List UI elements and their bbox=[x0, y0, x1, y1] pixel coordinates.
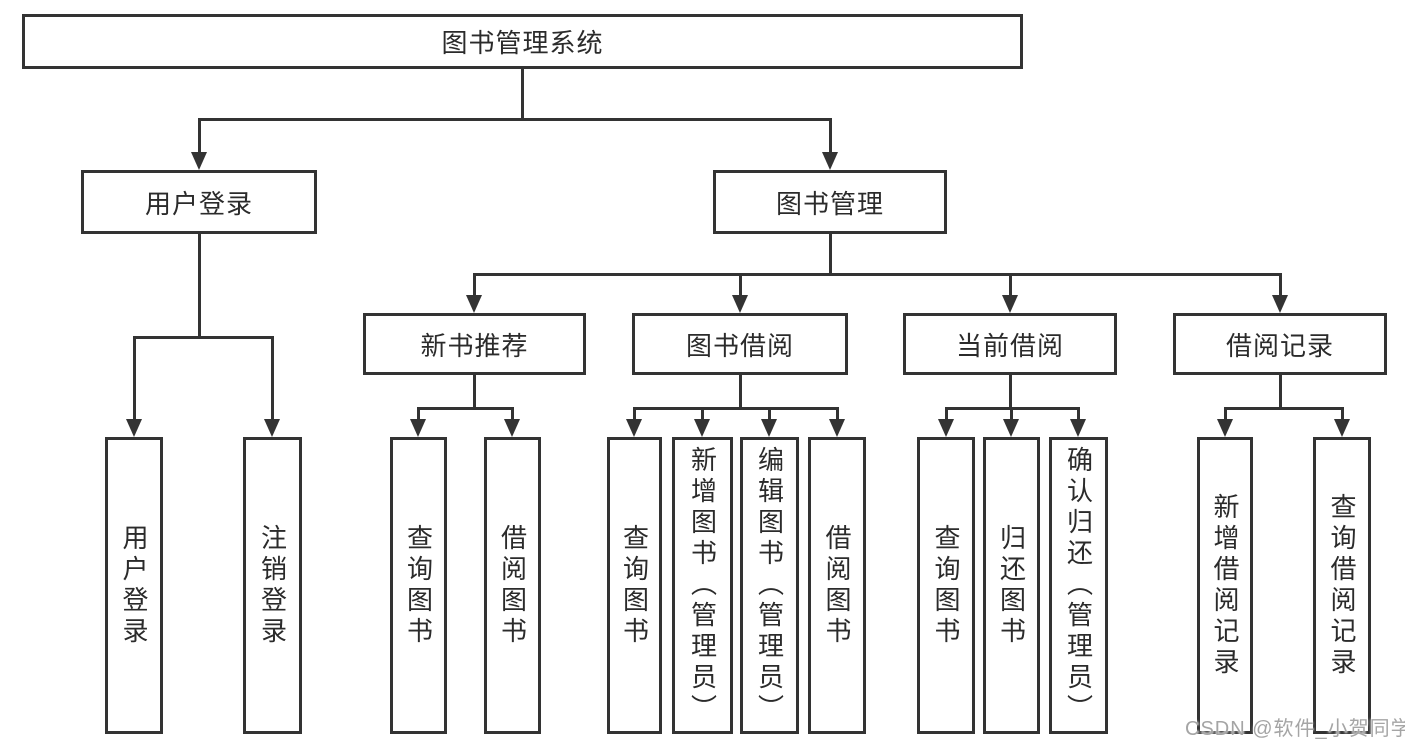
node-label: 注销登录 bbox=[257, 523, 288, 648]
arrow-down-icon bbox=[1003, 419, 1019, 437]
node-new-book-recommend: 新书推荐 bbox=[363, 313, 586, 375]
node-label: 图书管理系统 bbox=[441, 28, 604, 58]
node-label: 图书管理 bbox=[775, 188, 884, 219]
leaf-query-books-g4: 查询图书 bbox=[917, 437, 975, 734]
connector-arrow-shaft bbox=[633, 407, 636, 421]
node-borrow-records: 借阅记录 bbox=[1173, 313, 1387, 375]
node-label: 查询图书 bbox=[403, 523, 434, 648]
connector-bookmgmt-stub bbox=[829, 232, 832, 273]
connector-arrow-shaft bbox=[198, 118, 201, 154]
node-label: 用户登录 bbox=[144, 188, 253, 219]
node-label: 新增图书（管理员） bbox=[687, 446, 718, 725]
node-book-borrow: 图书借阅 bbox=[632, 313, 848, 375]
arrow-down-icon bbox=[126, 419, 142, 437]
leaf-borrow-books-g2: 借阅图书 bbox=[484, 437, 541, 734]
connector-g5-branch bbox=[1224, 407, 1344, 410]
connector-arrow-shaft bbox=[473, 273, 476, 297]
arrow-down-icon bbox=[938, 419, 954, 437]
node-label: 归还图书 bbox=[996, 523, 1027, 648]
connector-g3-branch bbox=[633, 407, 839, 410]
arrow-down-icon bbox=[694, 419, 710, 437]
connector-g2-branch bbox=[417, 407, 514, 410]
connector-arrow-shaft bbox=[739, 273, 742, 297]
connector-arrow-shaft bbox=[829, 118, 832, 154]
node-user-login: 用户登录 bbox=[81, 170, 317, 234]
connector-userlogin-stub bbox=[198, 232, 201, 336]
leaf-query-books-g3: 查询图书 bbox=[607, 437, 662, 734]
arrow-down-icon bbox=[1217, 419, 1233, 437]
connector-level2-branch bbox=[198, 118, 832, 121]
arrow-down-icon bbox=[1002, 295, 1018, 313]
connector-arrow-shaft bbox=[945, 407, 948, 421]
connector-arrow-shaft bbox=[768, 407, 771, 421]
node-label: 当前借阅 bbox=[955, 330, 1064, 361]
node-label: 借阅记录 bbox=[1225, 330, 1334, 361]
arrow-down-icon bbox=[410, 419, 426, 437]
arrow-down-icon bbox=[1070, 419, 1086, 437]
leaf-user-login: 用户登录 bbox=[105, 437, 163, 734]
connector-l3-stub bbox=[1279, 373, 1282, 407]
leaf-borrow-books-g3: 借阅图书 bbox=[808, 437, 866, 734]
node-label: 用户登录 bbox=[119, 523, 149, 648]
csdn-watermark: CSDN @软件_小贺同学 bbox=[1185, 718, 1405, 740]
connector-arrow-shaft bbox=[133, 336, 136, 421]
arrow-down-icon bbox=[1272, 295, 1288, 313]
node-label: 查询图书 bbox=[931, 523, 961, 648]
arrow-down-icon bbox=[466, 295, 482, 313]
leaf-return-books: 归还图书 bbox=[983, 437, 1040, 734]
connector-arrow-shaft bbox=[417, 407, 420, 421]
node-current-borrow: 当前借阅 bbox=[903, 313, 1117, 375]
leaf-add-books-admin: 新增图书（管理员） bbox=[672, 437, 733, 734]
arrow-down-icon bbox=[761, 419, 777, 437]
node-label: 查询借阅记录 bbox=[1327, 492, 1357, 679]
leaf-edit-books-admin: 编辑图书（管理员） bbox=[740, 437, 799, 734]
node-book-management: 图书管理 bbox=[713, 170, 947, 234]
leaf-query-books-g2: 查询图书 bbox=[390, 437, 447, 734]
connector-l3-stub bbox=[1009, 373, 1012, 407]
connector-arrow-shaft bbox=[836, 407, 839, 421]
node-label: 查询图书 bbox=[619, 523, 650, 648]
node-label: 编辑图书（管理员） bbox=[754, 446, 785, 725]
connector-arrow-shaft bbox=[1341, 407, 1344, 421]
arrow-down-icon bbox=[829, 419, 845, 437]
node-label: 新书推荐 bbox=[420, 330, 529, 361]
connector-arrow-shaft bbox=[1010, 407, 1013, 421]
connector-arrow-shaft bbox=[271, 336, 274, 421]
connector-arrow-shaft bbox=[1009, 273, 1012, 297]
connector-arrow-shaft bbox=[701, 407, 704, 421]
leaf-confirm-return-admin: 确认归还（管理员） bbox=[1049, 437, 1108, 734]
connector-arrow-shaft bbox=[1224, 407, 1227, 421]
node-label: 借阅图书 bbox=[822, 523, 852, 648]
connector-root-stub bbox=[521, 68, 524, 118]
leaf-query-borrow-record: 查询借阅记录 bbox=[1313, 437, 1371, 734]
connector-level3-branch bbox=[473, 273, 1282, 276]
arrow-down-icon bbox=[1334, 419, 1350, 437]
arrow-down-icon bbox=[264, 419, 280, 437]
node-label: 借阅图书 bbox=[497, 523, 528, 648]
arrow-down-icon bbox=[626, 419, 642, 437]
node-label: 图书借阅 bbox=[685, 330, 794, 361]
arrow-down-icon bbox=[191, 152, 207, 170]
leaf-logout: 注销登录 bbox=[243, 437, 302, 734]
node-library-management-system: 图书管理系统 bbox=[22, 14, 1023, 69]
leaf-add-borrow-record: 新增借阅记录 bbox=[1197, 437, 1253, 734]
arrow-down-icon bbox=[822, 152, 838, 170]
connector-l3-stub bbox=[739, 373, 742, 407]
arrow-down-icon bbox=[732, 295, 748, 313]
node-label: 新增借阅记录 bbox=[1210, 492, 1240, 679]
connector-arrow-shaft bbox=[1279, 273, 1282, 297]
connector-l3-stub bbox=[473, 373, 476, 407]
connector-g1-branch bbox=[133, 336, 274, 339]
arrow-down-icon bbox=[504, 419, 520, 437]
connector-arrow-shaft bbox=[1077, 407, 1080, 421]
connector-arrow-shaft bbox=[511, 407, 514, 421]
node-label: 确认归还（管理员） bbox=[1063, 446, 1094, 725]
